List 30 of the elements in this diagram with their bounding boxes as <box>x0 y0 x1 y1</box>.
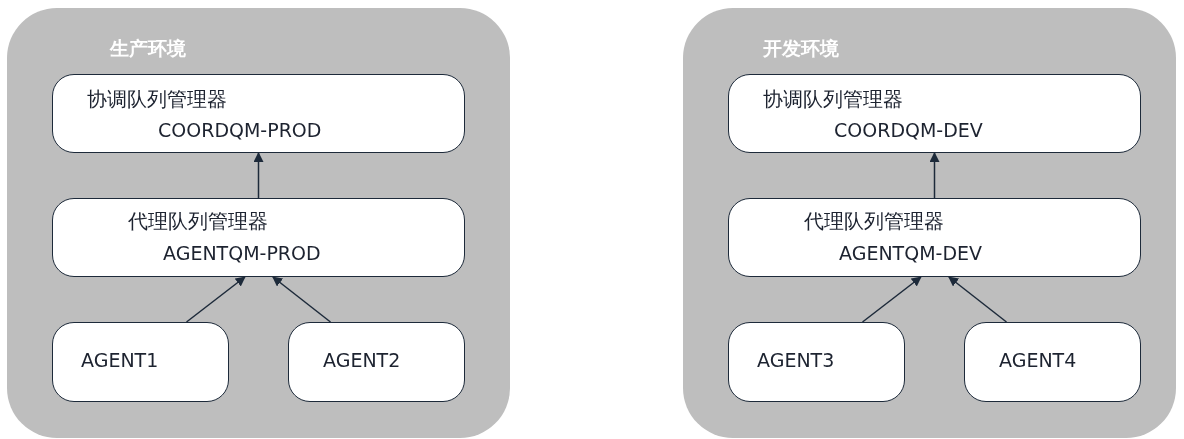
arrow <box>185 276 246 323</box>
component-box <box>288 322 465 402</box>
component-box <box>52 74 465 153</box>
component-box <box>728 322 905 402</box>
box-label: AGENTQM-DEV <box>839 242 983 264</box>
panel-title: 生产环境 <box>110 36 186 61</box>
box-label: AGENT1 <box>81 349 159 371</box>
component-box <box>964 322 1141 402</box>
environment-panel <box>683 8 1176 438</box>
component-box <box>728 74 1141 153</box>
arrow <box>272 276 332 323</box>
arrow <box>948 276 1008 323</box>
box-title: 协调队列管理器 <box>87 86 227 113</box>
component-box <box>728 198 1141 277</box>
panel-title: 开发环境 <box>763 36 839 61</box>
box-label: COORDQM-PROD <box>158 119 322 141</box>
box-label: AGENT4 <box>999 349 1077 371</box>
arrow <box>929 152 940 199</box>
box-title: 代理队列管理器 <box>804 208 944 235</box>
box-title: 代理队列管理器 <box>128 208 268 235</box>
box-label: AGENT2 <box>323 349 401 371</box>
box-label: AGENTQM-PROD <box>163 242 321 264</box>
component-box <box>52 198 465 277</box>
box-title: 协调队列管理器 <box>763 86 903 113</box>
environment-panel <box>7 8 510 438</box>
arrow <box>861 276 922 323</box>
component-box <box>52 322 229 402</box>
arrow <box>253 152 264 199</box>
box-label: COORDQM-DEV <box>834 119 983 141</box>
box-label: AGENT3 <box>757 349 835 371</box>
